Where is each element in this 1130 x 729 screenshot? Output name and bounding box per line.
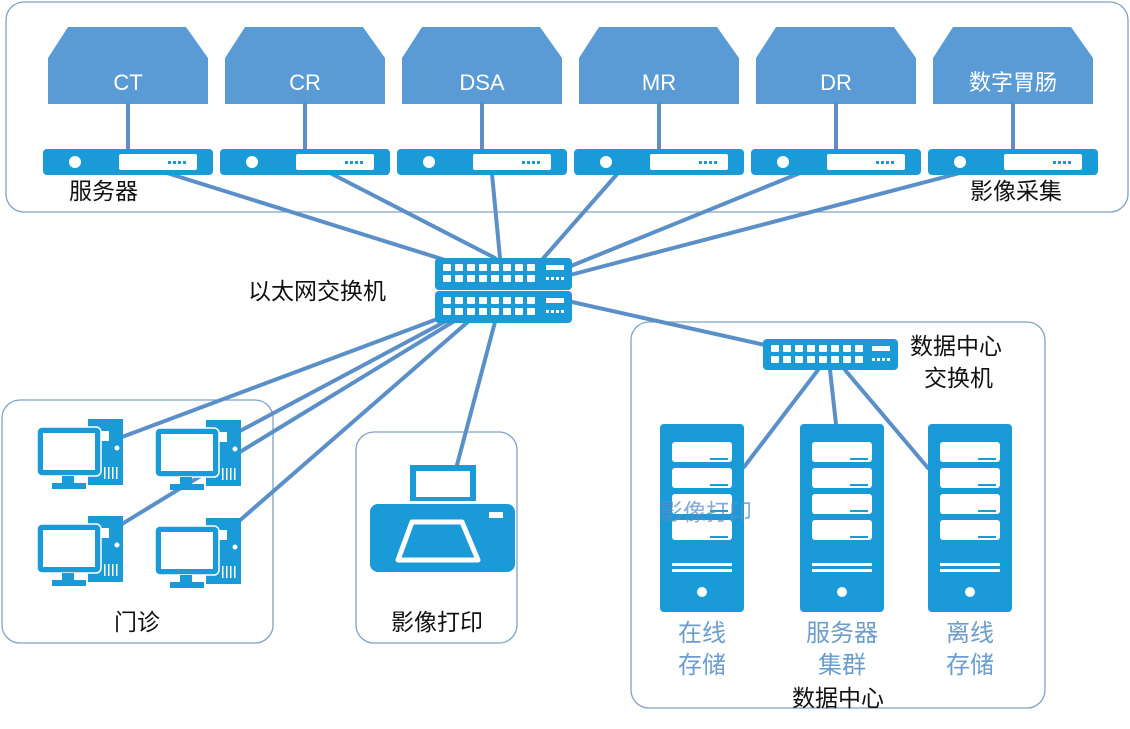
link-printer <box>455 320 497 467</box>
switch-unit-icon <box>435 291 572 323</box>
dc-switch-label-line2: 交换机 <box>924 366 993 392</box>
modality-row: CT CR DSA MR DR 数字胃肠 <box>43 27 1098 175</box>
modality-device-top <box>933 27 1093 58</box>
link-pc3 <box>120 318 458 526</box>
modality-label: DR <box>820 70 852 95</box>
link-pc4 <box>236 318 472 524</box>
modality-4: DR <box>751 27 921 175</box>
clinic-label: 门诊 <box>114 610 160 636</box>
core-switch-label: 以太网交换机 <box>248 279 386 305</box>
printing-label: 影像打印 <box>391 610 483 636</box>
modality-3: MR <box>574 27 744 175</box>
modality-device-top <box>402 27 562 58</box>
link-dc-switch <box>570 300 767 347</box>
datacenter-label: 数据中心 <box>792 686 884 712</box>
server-rack-icon <box>220 149 390 175</box>
link-dr <box>564 171 802 270</box>
link-offline-storage <box>843 368 930 470</box>
pc-icon-1 <box>154 420 241 490</box>
link-pc2 <box>238 318 450 433</box>
link-online-storage <box>742 368 820 469</box>
acquisition-group-box <box>5 1 1129 213</box>
modality-label: 数字胃肠 <box>969 70 1057 95</box>
printing-group-box <box>355 431 518 644</box>
dc-overlay-label: 影像打印 <box>660 500 752 526</box>
network-links <box>120 171 962 526</box>
modality-1: CR <box>220 27 390 175</box>
modality-device-body <box>756 58 916 104</box>
datacenter-group-box <box>630 321 1046 709</box>
server-rack-icon <box>928 149 1098 175</box>
link-dsa <box>490 172 502 260</box>
link-ct <box>165 171 447 262</box>
tower-label-line1: 服务器 <box>806 619 878 647</box>
link-mr <box>538 171 620 264</box>
modality-device-body <box>48 58 208 104</box>
pc-icon-3 <box>154 518 241 588</box>
switch-unit-icon <box>435 258 572 290</box>
core-switch <box>435 258 572 323</box>
pc-icon-2 <box>36 516 123 586</box>
modality-device-body <box>933 58 1093 104</box>
tower-label-line2: 集群 <box>818 651 866 679</box>
server-rack-icon <box>397 149 567 175</box>
modality-device-top <box>756 27 916 58</box>
pc-icon-0 <box>36 419 123 489</box>
modality-device-top <box>579 27 739 58</box>
link-cr <box>328 171 497 260</box>
modality-device-body <box>225 58 385 104</box>
dc-switch-label-line1: 数据中心 <box>910 334 1002 360</box>
modality-label: CT <box>113 70 142 95</box>
server-rack-icon <box>574 149 744 175</box>
link-server-cluster <box>828 368 838 426</box>
clinic-pcs <box>36 419 241 588</box>
modality-0: CT <box>43 27 213 175</box>
modality-label: DSA <box>459 70 505 95</box>
acquisition-group-label: 影像采集 <box>970 179 1062 205</box>
modality-device-body <box>402 58 562 104</box>
switch-unit-icon <box>763 339 898 370</box>
modality-label: CR <box>289 70 321 95</box>
modality-device-top <box>48 27 208 58</box>
link-gi <box>568 171 962 277</box>
datacenter-switch <box>763 339 898 370</box>
tower-label-line2: 存储 <box>946 651 994 679</box>
servers-label: 服务器 <box>69 179 138 205</box>
modality-device-body <box>579 58 739 104</box>
tower-label-line2: 存储 <box>678 651 726 679</box>
printer-icon <box>370 465 515 572</box>
tower-label-line1: 在线 <box>678 619 726 647</box>
clinic-group-box <box>1 399 274 644</box>
tower-label-line1: 离线 <box>946 619 994 647</box>
link-pc1 <box>120 316 442 439</box>
modality-5: 数字胃肠 <box>928 27 1098 175</box>
modality-device-top <box>225 27 385 58</box>
server-rack-icon <box>751 149 921 175</box>
server-rack-icon <box>43 149 213 175</box>
modality-label: MR <box>642 70 676 95</box>
modality-2: DSA <box>397 27 567 175</box>
